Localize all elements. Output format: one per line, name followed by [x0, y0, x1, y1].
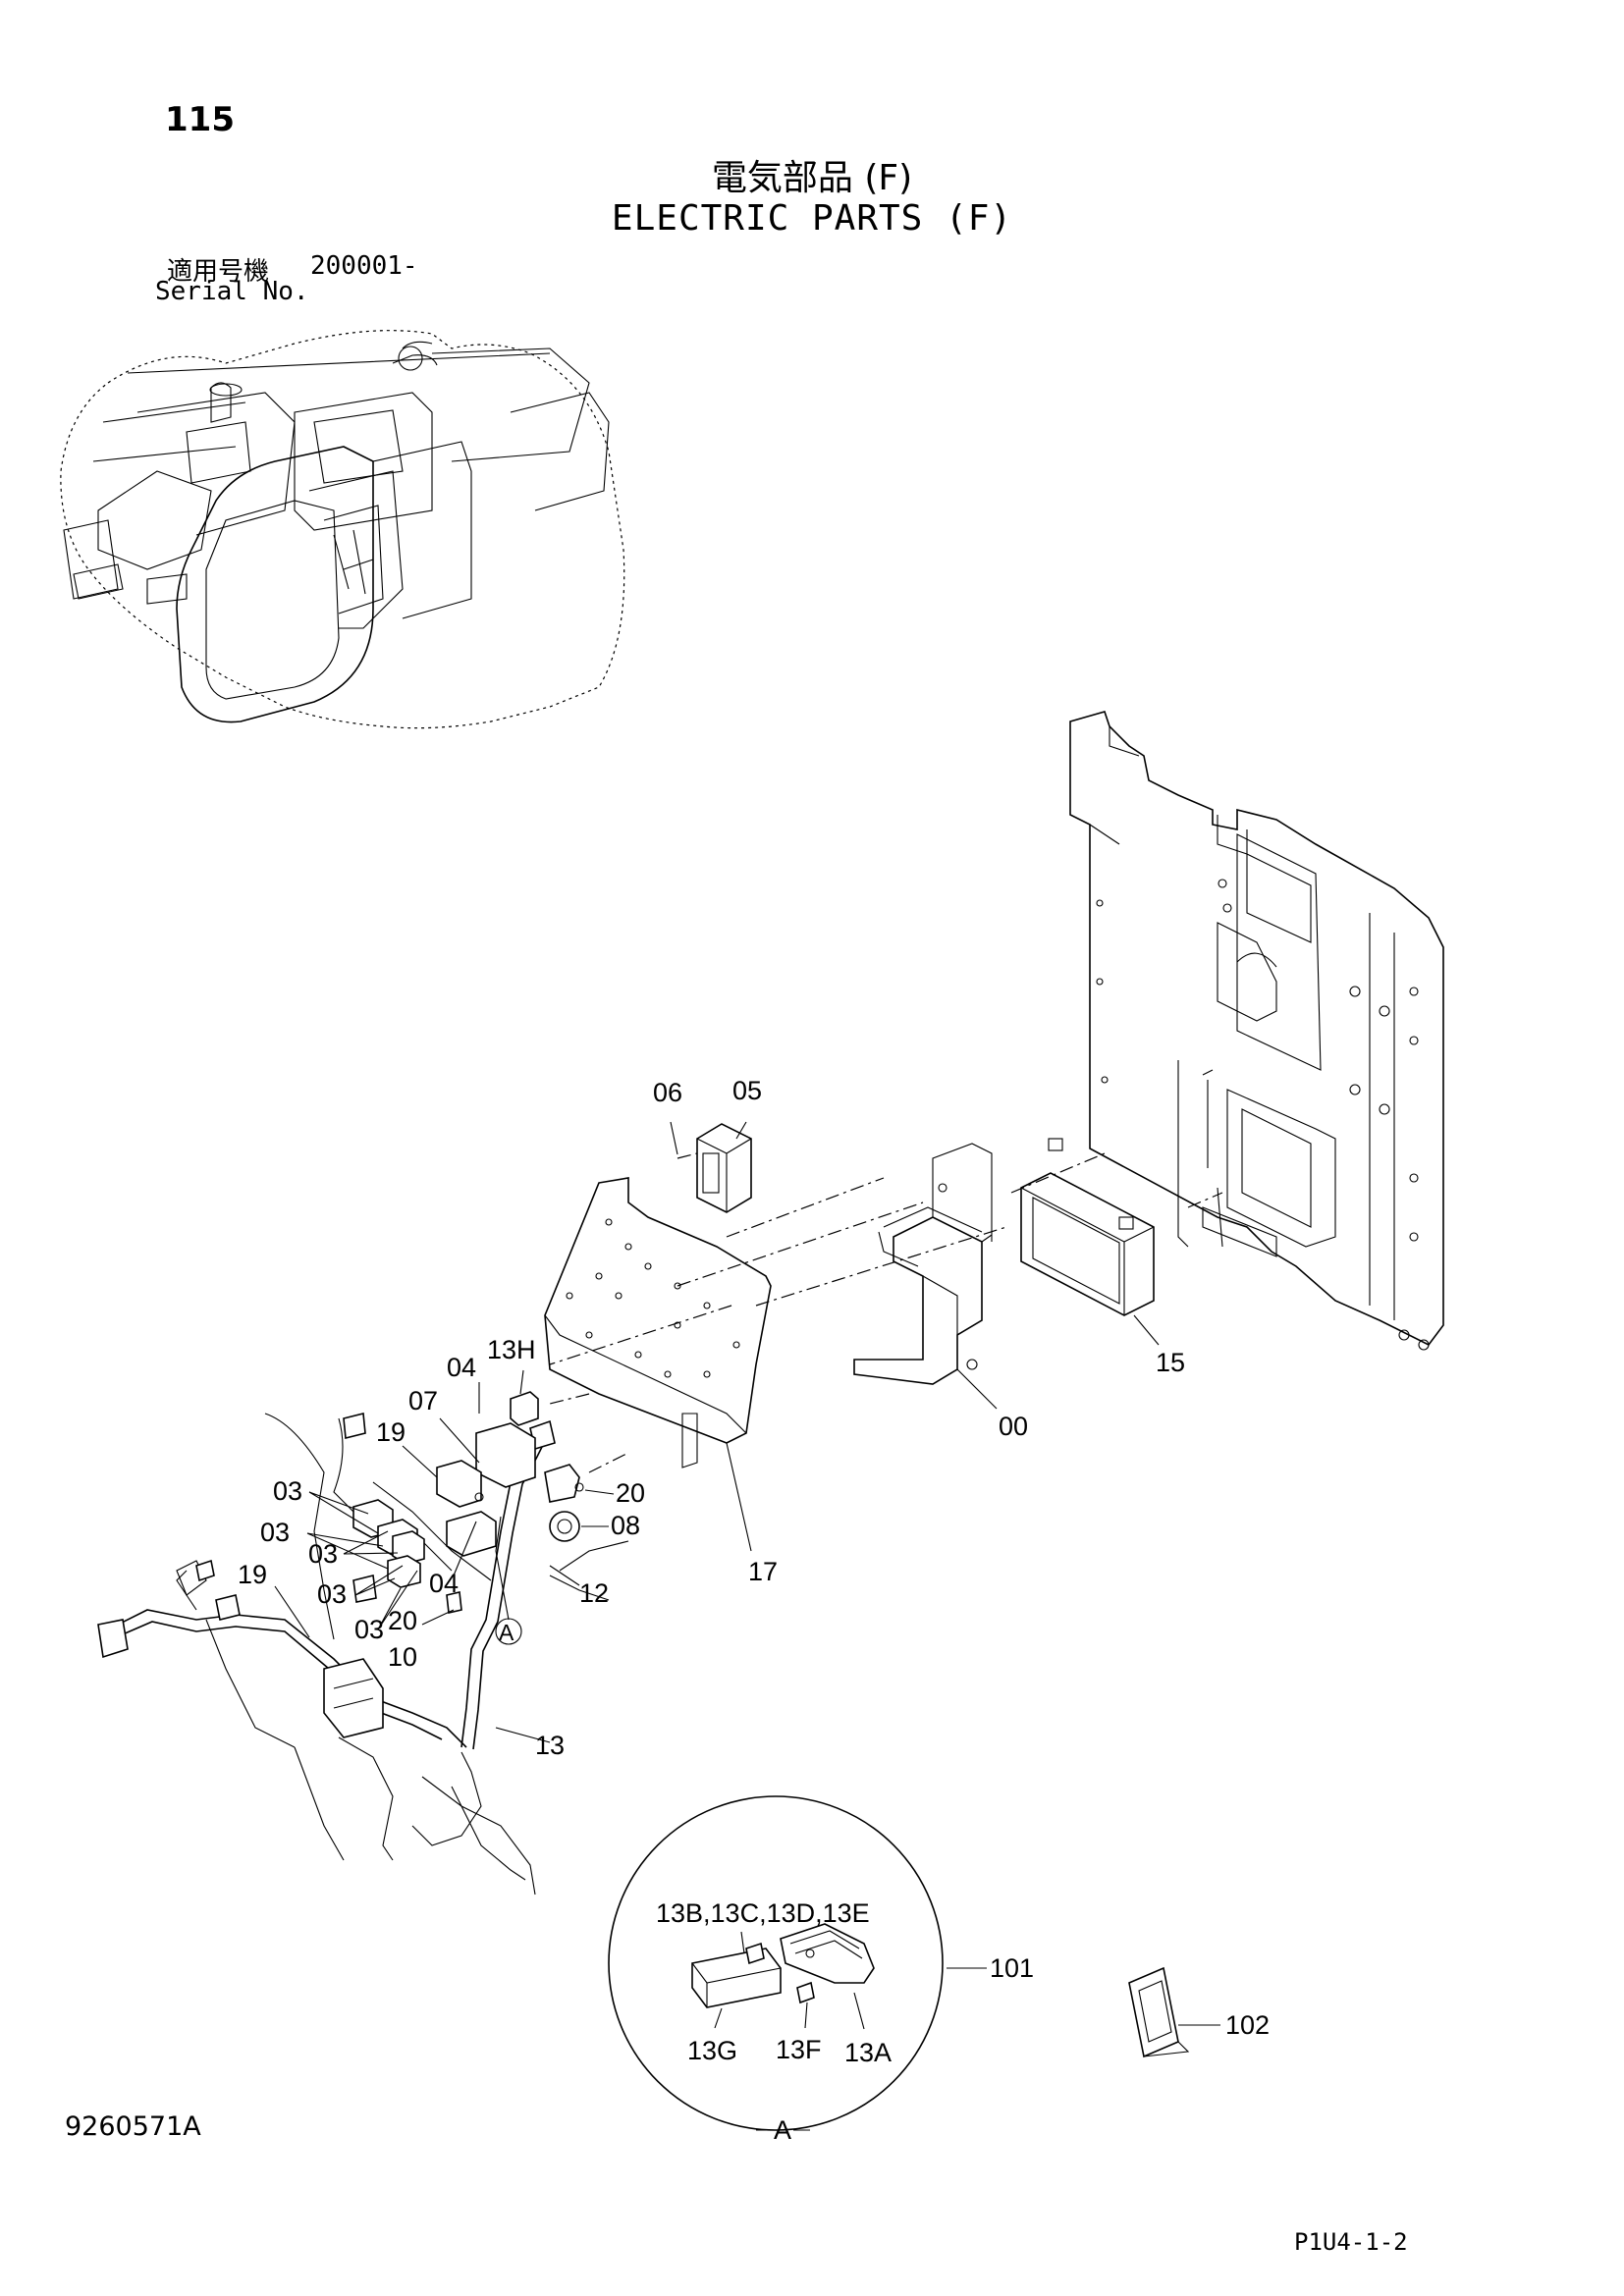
callout-leaders: [274, 1121, 1220, 2030]
callout-08: 08: [611, 1511, 640, 1540]
title-japanese: 電気部品 (F): [711, 158, 913, 198]
controller-box-illustration: [1020, 1138, 1155, 1316]
callout-04-upper: 04: [447, 1353, 476, 1382]
detail-a-view: [608, 1795, 944, 2131]
callout-detail-parts: 13B,13C,13D,13E: [656, 1898, 870, 1928]
callout-05: 05: [732, 1076, 762, 1105]
callout-07: 07: [408, 1386, 438, 1415]
callout-13: 13: [535, 1731, 565, 1760]
title-english: ELECTRIC PARTS (F): [611, 198, 1013, 239]
callout-20-upper: 20: [616, 1478, 645, 1508]
callout-detail-a: A: [499, 1620, 514, 1645]
panel-plate-illustration: [544, 1177, 772, 1468]
callout-06: 06: [653, 1078, 682, 1107]
alignment-lines: [549, 1152, 1223, 1473]
callout-17: 17: [748, 1557, 778, 1586]
callout-101: 101: [990, 1953, 1034, 1983]
page-number: 115: [165, 100, 235, 139]
callout-20-lower: 20: [388, 1606, 417, 1635]
callout-15: 15: [1156, 1348, 1185, 1377]
mounting-plate-illustration: [1069, 711, 1444, 1351]
callout-03-e: 03: [354, 1615, 384, 1644]
callout-13a: 13A: [844, 2038, 892, 2067]
page-code: P1U4-1-2: [1294, 2228, 1408, 2256]
manual-case-illustration: [1128, 1966, 1190, 2058]
callout-13f: 13F: [776, 2035, 822, 2064]
drawing-number: 9260571A: [65, 2111, 201, 2142]
detail-view-label: A: [774, 2115, 791, 2145]
callout-00: 00: [999, 1412, 1028, 1441]
serial-label-english: Serial No.: [155, 277, 309, 306]
callout-19-lower: 19: [238, 1560, 267, 1589]
callout-04-lower: 04: [429, 1569, 459, 1598]
callout-labels: 06 05 15 00 17 04 13H 07 19 03 03 03 03 …: [238, 1076, 1270, 2145]
callout-03-a: 03: [273, 1476, 302, 1506]
callout-03-b: 03: [260, 1518, 290, 1547]
serial-number-value: 200001-: [310, 251, 418, 281]
callout-102: 102: [1225, 2010, 1270, 2040]
callout-19-upper: 19: [376, 1417, 406, 1447]
serial-label-japanese: 適用号機: [167, 257, 270, 287]
bracket-illustration: [853, 1143, 993, 1385]
callout-13g: 13G: [687, 2036, 737, 2065]
callout-12: 12: [579, 1578, 609, 1608]
callout-03-d: 03: [317, 1579, 347, 1609]
callout-03-c: 03: [308, 1539, 338, 1569]
relay-cluster-illustration: [352, 1391, 584, 1614]
relay-module-illustration: [696, 1123, 752, 1213]
callout-10: 10: [388, 1642, 417, 1672]
callout-13h: 13H: [487, 1335, 536, 1364]
cab-overview-illustration: [60, 330, 625, 729]
